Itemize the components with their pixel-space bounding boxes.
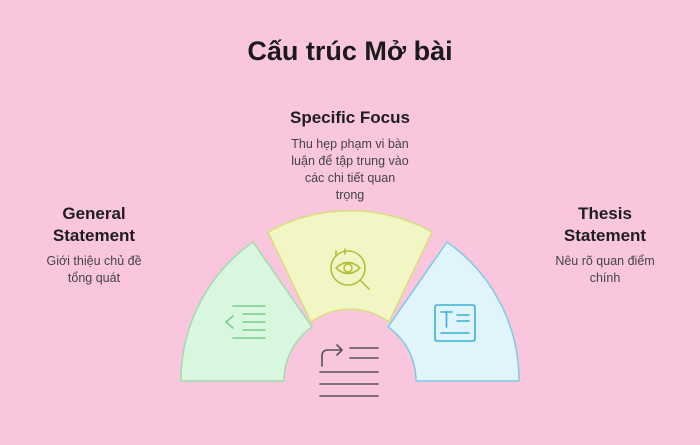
general-heading-line2: Statement	[52, 226, 136, 245]
focus-desc-line3: các chi tiết quan	[304, 171, 396, 185]
specific-focus-heading: Specific Focus	[290, 108, 410, 127]
text-document-icon	[434, 304, 476, 342]
page-title: Cấu trúc Mở bài	[247, 36, 453, 66]
thesis-segment	[387, 241, 520, 382]
general-statement-block: General Statement Giới thiệu chủ đề tổng…	[24, 203, 164, 287]
general-statement-heading: General Statement	[24, 203, 164, 247]
magnifier-eye-icon	[330, 248, 370, 290]
thesis-heading-line2: Statement	[563, 226, 647, 245]
align-left-arrow-icon	[225, 305, 266, 339]
thesis-desc-line1: Nêu rõ quan điểm	[555, 254, 655, 268]
thesis-heading-line1: Thesis	[578, 204, 632, 223]
thesis-statement-block: Thesis Statement Nêu rõ quan điểm chính	[530, 203, 680, 287]
focus-desc-line2: luận để tập trung vào	[291, 154, 409, 168]
focus-segment	[267, 210, 433, 323]
specific-focus-block: Specific Focus Thu hẹp phạm vi bàn luận …	[265, 107, 435, 204]
thesis-statement-description: Nêu rõ quan điểm chính	[530, 253, 680, 287]
focus-desc-line4: trọng	[335, 188, 365, 202]
return-lines-icon	[319, 344, 379, 397]
general-heading-line1: General	[62, 204, 126, 223]
specific-focus-description: Thu hẹp phạm vi bàn luận để tập trung và…	[265, 136, 435, 204]
general-segment	[180, 241, 313, 382]
general-statement-description: Giới thiệu chủ đề tổng quát	[24, 253, 164, 287]
general-desc-line1: Giới thiệu chủ đề	[46, 254, 142, 268]
focus-desc-line1: Thu hẹp phạm vi bàn	[291, 137, 409, 151]
thesis-statement-heading: Thesis Statement	[530, 203, 680, 247]
thesis-desc-line2: chính	[589, 271, 621, 285]
general-desc-line2: tổng quát	[67, 271, 121, 285]
